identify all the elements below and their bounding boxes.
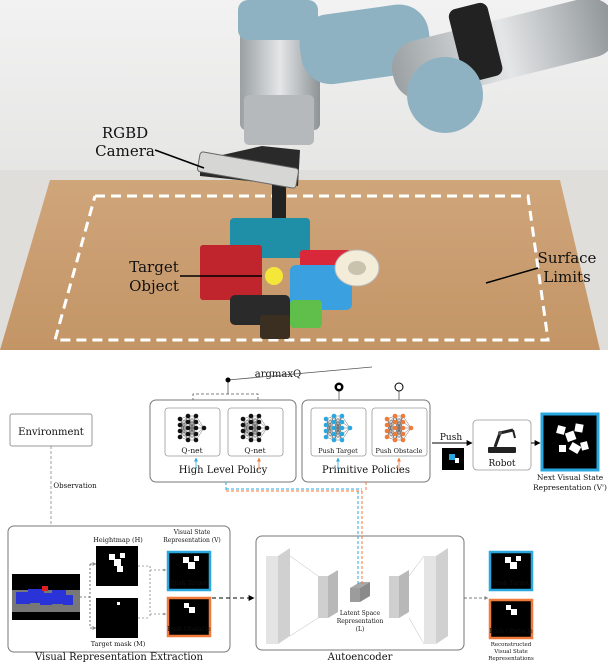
observation-label: Observation: [53, 482, 97, 490]
push-action-label: Push: [440, 433, 462, 443]
latent-label-line1: Latent Space: [340, 610, 381, 617]
camera-label-line2: Camera: [95, 142, 155, 160]
robot-scene-photo: RGBD Camera Target Object Surface Limits: [0, 0, 608, 350]
pipeline-diagram: Environment Observation argmaxQ Q-net Q-…: [7, 366, 607, 663]
push-target-policy-label: Push Target: [318, 447, 358, 455]
robot-label: Robot: [489, 459, 516, 469]
push-obstacle-selector-icon: [394, 382, 404, 392]
target-mask-label: Target mask (M): [91, 640, 146, 648]
reconstructed-label-line1: Reconstructed: [491, 642, 532, 648]
latent-label-line3: (L): [356, 626, 365, 633]
autoencoder-label: Autoencoder: [327, 652, 393, 663]
qnet-network-icon-1: [177, 413, 207, 443]
qnet-network-icon-2: [240, 413, 270, 443]
push-target-network-icon: [323, 413, 353, 443]
visual-state-push-target-label: Push Target: [171, 580, 208, 587]
reconstructed-push-obstacle-label: Push Obstacle: [489, 628, 533, 635]
qnet-label-2: Q-net: [244, 446, 265, 455]
next-state-blocks: [556, 423, 589, 454]
target-label-line1: Target: [129, 258, 178, 276]
encoder-layers: [266, 548, 338, 644]
limits-label-line1: Surface: [538, 249, 597, 267]
heightmap-label: Heightmap (H): [93, 536, 143, 544]
robot-box: [472, 419, 532, 471]
latent-label-line2: Representation: [337, 618, 384, 625]
visual-state-push-obstacle-image: [166, 596, 212, 638]
camera-label-line1: RGBD: [102, 124, 148, 142]
target-label-line2: Object: [129, 277, 179, 295]
robot-arm: [238, 0, 608, 220]
target-object: [265, 267, 283, 285]
visual-state-label-line2: Representation (V): [163, 537, 221, 544]
qnet-label-1: Q-net: [181, 446, 202, 455]
next-state-label-line2: Representation (V'): [533, 483, 607, 492]
primitive-policies-label: Primitive Policies: [322, 465, 410, 476]
latent-block: [350, 582, 370, 602]
rgbd-camera: [196, 146, 300, 189]
limits-label-line2: Limits: [543, 268, 591, 286]
push-obstacle-policy-label: Push Obstacle: [375, 447, 422, 455]
reconstructed-push-target-label: Push Target: [493, 580, 530, 587]
surface-limits-line: [53, 194, 550, 342]
next-state-image: [540, 412, 600, 472]
observation-objects: [16, 586, 73, 605]
reconstructed-label-line2: Visual State: [493, 649, 528, 655]
argmax-label: argmaxQ: [255, 369, 301, 380]
environment-label: Environment: [18, 427, 84, 438]
visual-state-label-line1: Visual State: [173, 529, 211, 536]
decoder-layers: [389, 548, 448, 644]
high-level-policy-label: High Level Policy: [179, 465, 268, 476]
robot-icon: [488, 428, 516, 453]
visual-extraction-label: Visual Representation Extraction: [34, 652, 204, 663]
push-obstacle-network-icon: [384, 413, 414, 443]
reconstructed-label-line3: Representations: [488, 656, 534, 662]
visual-state-push-obstacle-label: Push Obstacle: [167, 626, 211, 633]
next-state-label-line1: Next Visual State: [537, 473, 604, 482]
object-cluster: [200, 218, 380, 339]
